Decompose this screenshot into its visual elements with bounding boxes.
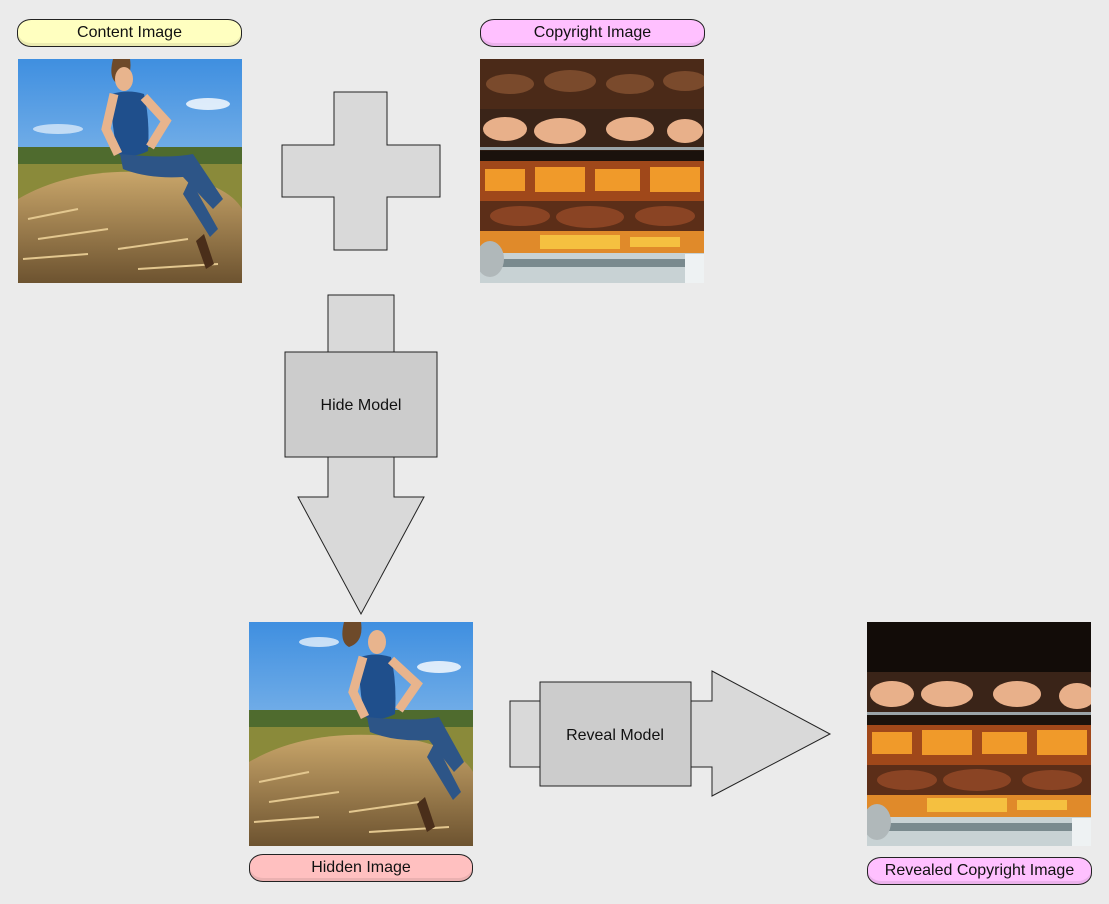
hidden-image bbox=[249, 622, 473, 846]
revealed-copyright-image bbox=[867, 622, 1091, 846]
revealed-image-label: Revealed Copyright Image bbox=[867, 857, 1092, 885]
reveal-model-label: Reveal Model bbox=[566, 727, 664, 744]
hidden-image-label: Hidden Image bbox=[249, 854, 473, 882]
content-image-label: Content Image bbox=[17, 19, 242, 47]
content-image bbox=[18, 59, 242, 283]
hide-model-box bbox=[284, 351, 438, 458]
reveal-model-box bbox=[539, 681, 692, 787]
plus-icon bbox=[281, 91, 441, 251]
copyright-image-label: Copyright Image bbox=[480, 19, 705, 47]
hide-model-label: Hide Model bbox=[321, 397, 402, 414]
copyright-image bbox=[480, 59, 704, 283]
